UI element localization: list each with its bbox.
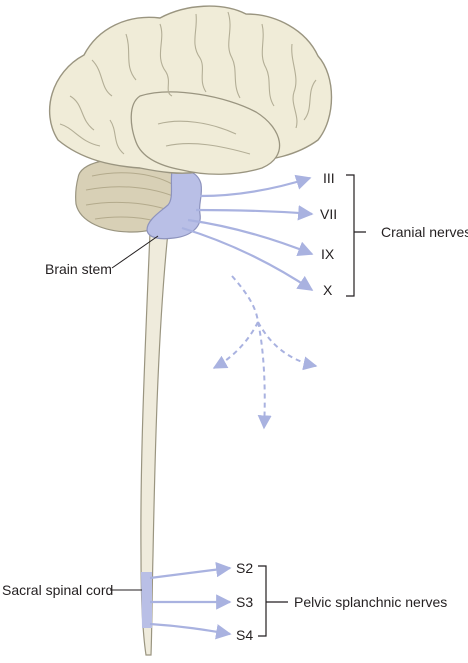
nerve-arrow-iii bbox=[199, 174, 312, 198]
cranial-nerve-label-x: X bbox=[323, 282, 333, 298]
sacral-nerve-label-s2: S2 bbox=[236, 560, 253, 576]
sacral-nerve-label-s3: S3 bbox=[236, 594, 253, 610]
vagal-branch-down bbox=[257, 321, 272, 430]
spinal-cord bbox=[140, 231, 169, 656]
nerve-arrow-x bbox=[181, 226, 314, 291]
sacral-spinal-cord-label: Sacral spinal cord bbox=[2, 582, 113, 598]
nerve-arrow-s4 bbox=[149, 622, 232, 640]
cranial-nerve-label-vii: VII bbox=[320, 206, 337, 222]
vagal-branches bbox=[212, 275, 318, 430]
cranial-nerve-label-iii: III bbox=[323, 170, 335, 186]
cranial-nerves-label: Cranial nerves bbox=[381, 224, 468, 240]
brain-stem bbox=[146, 168, 203, 240]
nerve-arrow-ix bbox=[187, 218, 314, 257]
cranial-nerve-label-ix: IX bbox=[321, 246, 335, 262]
brain-stem-label: Brain stem bbox=[45, 261, 112, 277]
vagal-branch-left bbox=[212, 321, 259, 369]
cranial-bracket bbox=[346, 174, 366, 297]
pelvic-splanchnic-nerves-label: Pelvic splanchnic nerves bbox=[294, 594, 447, 610]
sacral-cord-segment bbox=[141, 572, 152, 628]
vagal-branch-right bbox=[257, 321, 318, 371]
sacral-nerve-label-s4: S4 bbox=[236, 627, 253, 643]
nerve-arrow-vii bbox=[195, 205, 314, 221]
cerebrum bbox=[49, 5, 333, 175]
nerve-arrow-s2 bbox=[149, 561, 232, 580]
vagal-trunk bbox=[231, 275, 259, 323]
pelvic-bracket bbox=[258, 565, 288, 637]
brain-stem-leader bbox=[111, 235, 159, 269]
